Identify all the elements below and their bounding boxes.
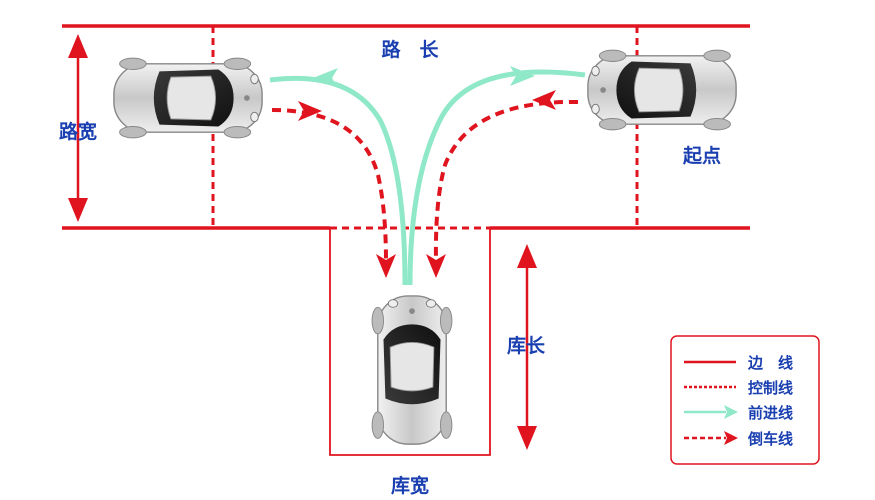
legend-item-control: 控制线 (684, 379, 793, 397)
road-width-arrow (68, 34, 88, 222)
reverse-arrowheads (298, 90, 556, 278)
garage-outline (329, 228, 491, 456)
edge-lines (62, 24, 750, 456)
road-width-label: 路宽 (59, 120, 97, 143)
legend-label-control: 控制线 (748, 379, 793, 397)
legend-item-reverse: 倒车线 (684, 430, 793, 448)
car-left (113, 57, 263, 139)
legend-box (670, 335, 820, 465)
garage-length-arrow (517, 244, 537, 450)
reverse-line-right (433, 99, 579, 263)
garage-length-label: 库长 (507, 334, 546, 357)
car-start (587, 49, 737, 131)
start-label: 起点 (682, 145, 721, 167)
legend-item-edge: 边 线 (684, 354, 793, 372)
forward-lines (269, 66, 586, 286)
car-garage (371, 295, 453, 445)
reverse-line-left (271, 108, 388, 263)
legend-item-forward: 前进线 (684, 404, 793, 422)
legend-label-forward: 前进线 (748, 404, 793, 422)
forward-line-left (269, 75, 408, 286)
road-length-label: 路 长 (381, 38, 439, 61)
reverse-lines (271, 99, 579, 263)
legend-label-reverse: 倒车线 (747, 430, 793, 448)
legend: 边 线 控制线 前进线 倒车线 (670, 335, 820, 465)
legend-label-edge: 边 线 (747, 354, 793, 372)
garage-width-label: 库宽 (391, 474, 429, 497)
